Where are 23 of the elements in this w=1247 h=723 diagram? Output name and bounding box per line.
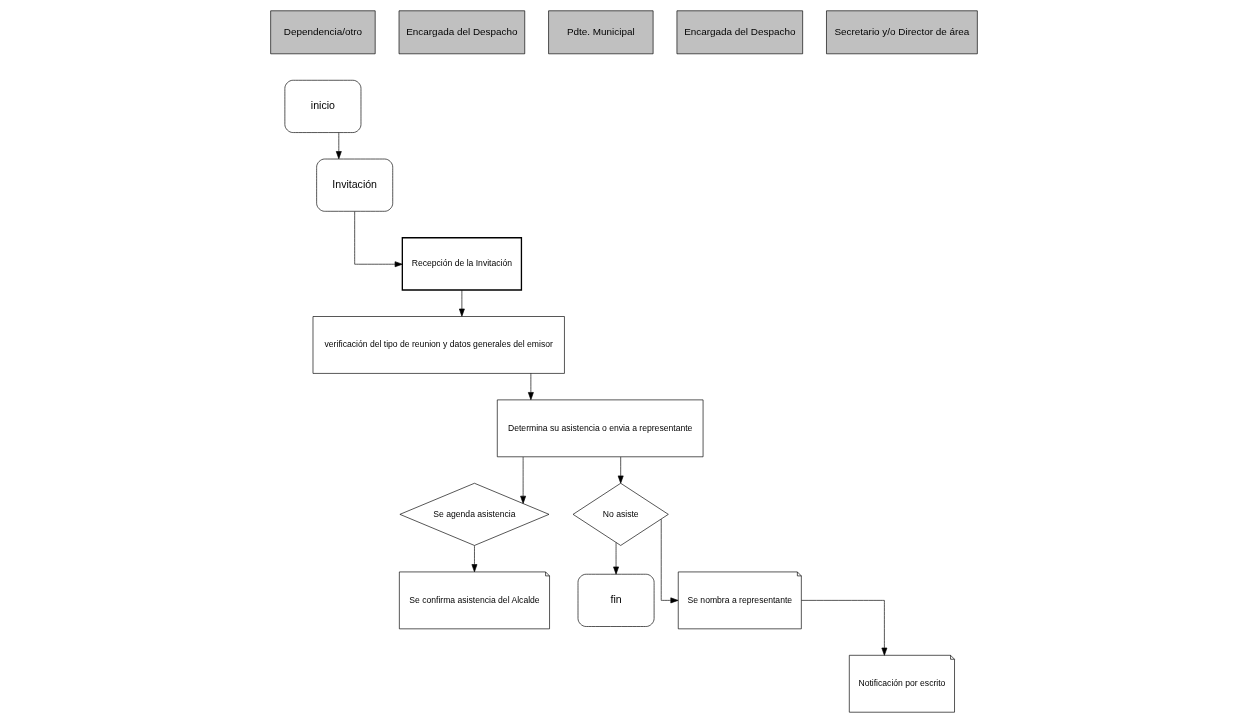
node-box: Dependencia/otro	[269, 10, 376, 55]
arrow	[612, 542, 619, 575]
node-box: Encargada del Despacho	[676, 10, 803, 55]
node-box: Pdte. Municipal	[547, 10, 653, 55]
node-box: verificación del tipo de reunion y datos generales del emisor	[312, 316, 565, 374]
arrow	[335, 132, 342, 160]
node-diamond: No asiste	[572, 482, 669, 546]
node-box: Secretario y/o Director de área	[825, 10, 978, 55]
node-box: inicio	[284, 79, 361, 133]
node-diamond: Se agenda asistencia	[399, 482, 549, 546]
node-box: Determina su asistencia o envia a representante	[496, 399, 703, 458]
arrow	[519, 456, 526, 504]
node-box: Recepción de la Invitación	[401, 237, 522, 291]
arrow	[353, 211, 403, 268]
arrow	[527, 373, 534, 401]
node-box: Invitación	[315, 158, 393, 212]
node-box: fin	[577, 573, 654, 627]
node-box: Encargada del Despacho	[398, 10, 525, 55]
arrow	[471, 545, 477, 573]
arrow	[617, 456, 624, 484]
arrow	[458, 289, 465, 317]
arrow	[800, 600, 887, 656]
arrow	[660, 518, 678, 604]
